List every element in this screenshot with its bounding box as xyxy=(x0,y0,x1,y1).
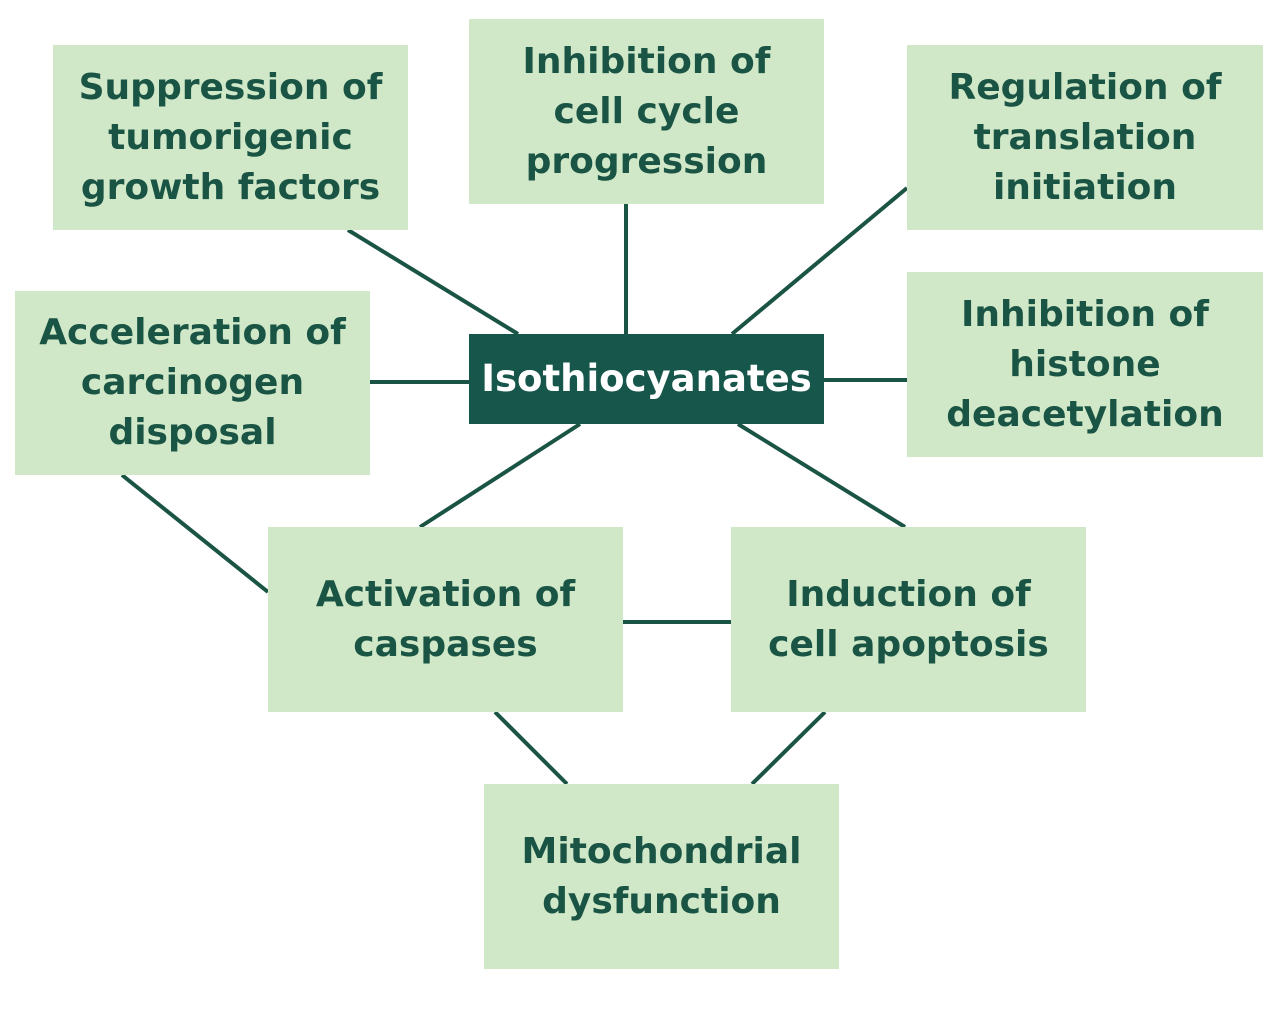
node-label: Regulation of translation initiation xyxy=(948,63,1221,213)
label-line: cell apoptosis xyxy=(768,623,1049,665)
label-line: Acceleration of xyxy=(39,312,346,353)
node-label: Induction of cell apoptosis xyxy=(768,570,1049,670)
label-line: caspases xyxy=(353,623,538,665)
label-line: Inhibition of xyxy=(961,293,1209,335)
node-regulation-of-translation-initiation: Regulation of translation initiation xyxy=(907,45,1263,230)
label-line: disposal xyxy=(108,412,277,453)
label-line: tumorigenic xyxy=(108,116,353,158)
connector-center-suppression xyxy=(346,228,520,336)
node-label: Mitochondrial dysfunction xyxy=(522,827,802,927)
node-suppression-of-tumorigenic-growth-factors: Suppression of tumorigenic growth factor… xyxy=(53,45,408,230)
label-line: Isothiocyanates xyxy=(481,357,812,400)
node-induction-of-cell-apoptosis: Induction of cell apoptosis xyxy=(731,527,1086,712)
label-line: dysfunction xyxy=(542,880,781,922)
label-line: Regulation of xyxy=(948,66,1222,108)
connector-caspases-mitochondrial xyxy=(493,710,569,786)
node-label: Isothiocyanates xyxy=(481,354,811,404)
node-label: Inhibition of histone deacetylation xyxy=(946,290,1223,440)
label-line: Induction of xyxy=(786,573,1031,615)
connector-center-caspases xyxy=(418,422,582,529)
node-inhibition-of-cell-cycle-progression: Inhibition of cell cycle progression xyxy=(469,19,824,204)
label-line: growth factors xyxy=(80,166,381,208)
node-label: Activation of caspases xyxy=(316,570,575,670)
label-line: progression xyxy=(525,140,768,182)
node-inhibition-of-histone-deacetylation: Inhibition of histone deacetylation xyxy=(907,272,1263,457)
connector-center-apoptosis xyxy=(736,422,907,529)
label-line: initiation xyxy=(992,166,1178,208)
connector-carcinogen-caspases xyxy=(120,473,270,594)
node-label: Inhibition of cell cycle progression xyxy=(523,37,771,187)
label-line: histone xyxy=(1009,343,1161,385)
node-activation-of-caspases: Activation of caspases xyxy=(268,527,623,712)
node-label: Acceleration of carcinogen disposal xyxy=(39,308,346,458)
node-label: Suppression of tumorigenic growth factor… xyxy=(79,63,383,213)
label-line: Mitochondrial xyxy=(521,830,802,872)
label-line: Inhibition of xyxy=(522,40,771,82)
label-line: translation xyxy=(973,116,1197,158)
label-line: cell cycle xyxy=(553,90,740,132)
connector-center-translation xyxy=(730,186,909,336)
node-isothiocyanates-center: Isothiocyanates xyxy=(469,334,824,424)
label-line: carcinogen xyxy=(80,362,305,403)
label-line: Suppression of xyxy=(78,66,383,108)
label-line: Activation of xyxy=(315,573,576,615)
node-acceleration-of-carcinogen-disposal: Acceleration of carcinogen disposal xyxy=(15,291,370,475)
connector-apoptosis-mitochondrial xyxy=(750,710,827,786)
label-line: deacetylation xyxy=(946,393,1224,435)
node-mitochondrial-dysfunction: Mitochondrial dysfunction xyxy=(484,784,839,969)
